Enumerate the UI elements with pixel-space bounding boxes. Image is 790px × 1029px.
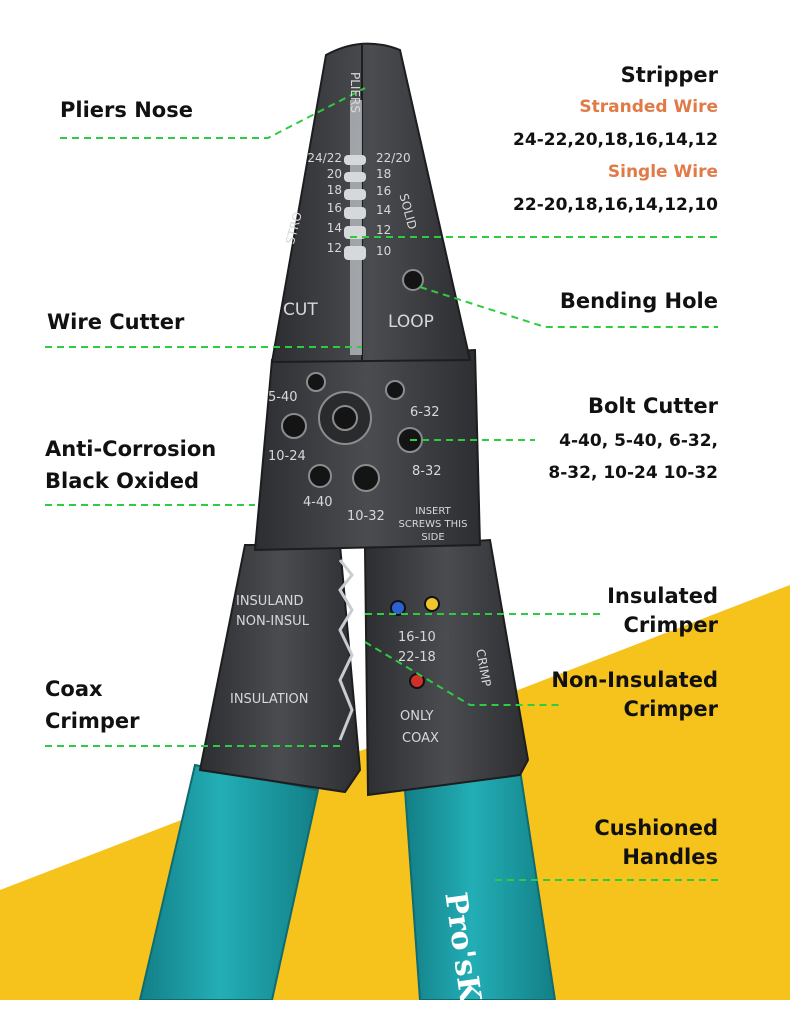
bolt-cutter-sizes-line: 4-40, 5-40, 6-32, [559,431,718,451]
non-insulated-crimper-line: Non-Insulated [551,668,718,692]
insert-screws-line: INSERT [415,506,451,517]
crimp-size-label: 22-18 [398,650,436,665]
left-jaw [198,544,362,794]
gauge-label: 12 [376,223,392,237]
cushioned-handles-line: Handles [622,845,718,869]
gauge-label: 20 [326,167,342,181]
insert-screws-line: SCREWS THIS [398,519,468,530]
non-insul-engraving: NON-INSUL [236,614,309,629]
gauge-label: 12 [326,241,342,255]
cushioned-handles-line: Cushioned [594,816,718,840]
blue-crimp-dot [390,600,406,616]
bolt-size-label: 4-40 [303,495,333,510]
single-wire-heading: Single Wire [607,162,718,182]
bolt-size-label: 10-32 [347,509,385,524]
bolt-size-label: 8-32 [412,464,442,479]
bolt-cutter-sizes-line: 8-32, 10-24 10-32 [548,463,718,483]
gauge-label: 22/20 [376,151,411,165]
bolt-size-label: 5-40 [268,390,298,405]
pliers-engraving: PLIERS [348,72,362,113]
anti-corrosion-label: Anti-Corrosion Black Oxided [45,435,216,496]
wire-cutter-label: Wire Cutter [47,310,185,334]
coax-crimper-label: Coax Crimper [45,675,139,736]
stripper-title: Stripper [620,63,718,87]
left-gauge-column: 24/22 20 18 16 14 12 [302,150,342,258]
non-insulated-crimper-line: Crimper [623,697,718,721]
cushioned-handles-label: Cushioned Handles [594,814,718,872]
gauge-label: 14 [376,203,392,217]
only-coax-engraving: COAX [402,731,439,746]
single-wire-sizes: 22-20,18,16,14,12,10 [513,195,718,215]
bending-hole [402,269,424,291]
product-infographic: PLIERS 24/22 20 18 16 14 12 22/20 18 16 … [0,42,790,1000]
cut-engraving: CUT [283,300,318,320]
bending-hole-label: Bending Hole [559,289,718,313]
insert-screws-line: SIDE [421,532,445,543]
gauge-label: 16 [376,184,392,198]
gauge-label: 24/22 [307,151,342,165]
yellow-crimp-dot [424,596,440,612]
gauge-label: 14 [326,221,342,235]
leader-lines [45,87,718,881]
bolt-cutter-callout: Bolt Cutter 4-40, 5-40, 6-32, 8-32, 10-2… [548,392,718,486]
anti-corrosion-line: Black Oxided [45,469,200,493]
coax-crimper-line: Crimper [45,709,140,733]
right-gauge-column: 22/20 18 16 14 12 10 [376,150,416,262]
gauge-label: 16 [326,201,342,215]
insulation-engraving: INSULATION [230,692,309,707]
right-jaw [363,538,530,797]
non-insulated-crimper-label: Non-Insulated Crimper [551,666,718,724]
stranded-wire-heading: Stranded Wire [579,97,718,117]
insuland-engraving: INSULAND [236,594,304,609]
insulated-crimper-label: Insulated Crimper [607,582,718,640]
pliers-nose-label: Pliers Nose [60,98,193,122]
loop-engraving: LOOP [388,312,434,332]
anti-corrosion-line: Anti-Corrosion [45,437,217,461]
insulated-crimper-line: Crimper [623,613,718,637]
crimp-size-label: 16-10 [398,630,436,645]
pliers-illustration [0,42,790,1000]
insert-screws-note: INSERT SCREWS THIS SIDE [388,505,478,544]
coax-crimper-teeth [338,559,354,741]
stranded-wire-sizes: 24-22,20,18,16,14,12 [513,130,718,150]
gauge-label: 18 [376,167,392,181]
bolt-cutter-title: Bolt Cutter [587,394,718,418]
only-coax-engraving: ONLY [400,709,434,724]
gauge-label: 10 [376,244,392,258]
bolt-size-label: 10-24 [268,449,306,464]
bolt-holes [281,372,423,492]
insulated-crimper-line: Insulated [607,584,718,608]
stripper-callout: Stripper Stranded Wire 24-22,20,18,16,14… [513,61,718,218]
stripper-notches [344,155,366,260]
coax-crimper-line: Coax [45,677,103,701]
gauge-label: 18 [326,183,342,197]
bolt-size-label: 6-32 [410,405,440,420]
